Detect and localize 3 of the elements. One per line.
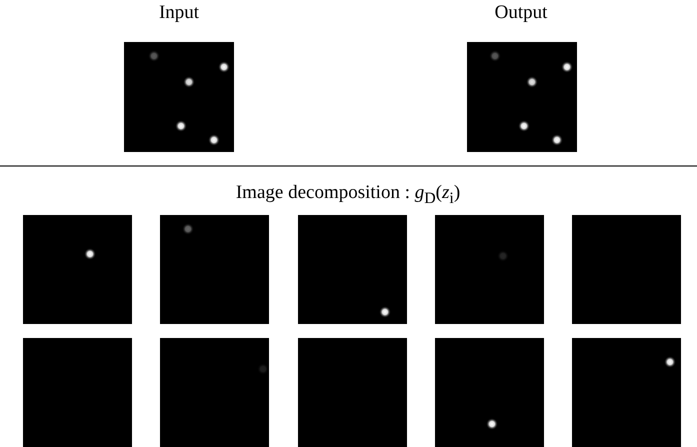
- section-title: Image decomposition : g$_{D}$(z$_{i}$): [236, 182, 460, 208]
- image-caption: Output: [494, 2, 548, 24]
- image-caption: Input: [158, 2, 200, 24]
